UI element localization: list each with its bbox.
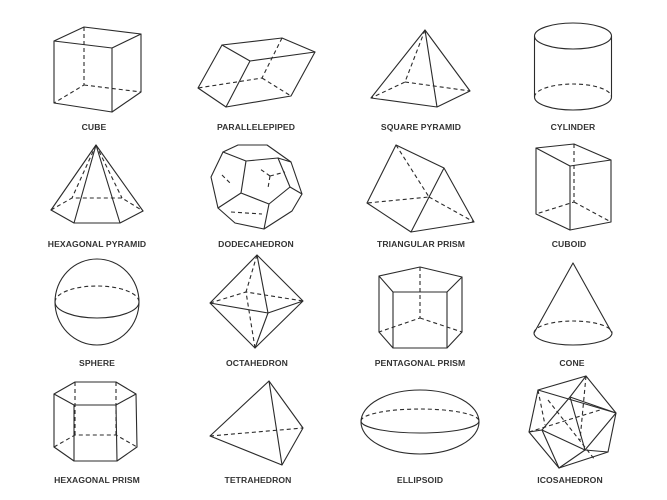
- pentagonal-prism-shape: PENTAGONAL PRISM: [375, 266, 466, 368]
- label-ellipsoid: ELLIPSOID: [397, 475, 443, 485]
- label-cuboid: CUBOID: [552, 239, 587, 249]
- octahedron-shape: OCTAHEDRON: [209, 254, 304, 368]
- hexagonal-pyramid-shape: HEXAGONAL PYRAMID: [48, 144, 146, 249]
- cylinder-shape: CYLINDER: [533, 22, 613, 132]
- label-tetrahedron: TETRAHEDRON: [225, 475, 292, 485]
- label-cylinder: CYLINDER: [551, 122, 596, 132]
- label-triangular-prism: TRIANGULAR PRISM: [377, 239, 465, 249]
- label-pentagonal-prism: PENTAGONAL PRISM: [375, 358, 466, 368]
- square-pyramid-shape: SQUARE PYRAMID: [370, 29, 471, 132]
- ellipsoid-shape: ELLIPSOID: [360, 389, 480, 485]
- cuboid-shape: CUBOID: [535, 143, 612, 249]
- dodecahedron-shape: DODECAHEDRON: [210, 144, 303, 249]
- label-hexagonal-prism: HEXAGONAL PRISM: [54, 475, 140, 485]
- label-cube: CUBE: [82, 122, 107, 132]
- triangular-prism-shape: TRIANGULAR PRISM: [366, 144, 475, 249]
- hexagonal-prism-shape: HEXAGONAL PRISM: [53, 381, 140, 485]
- label-cone: CONE: [559, 358, 584, 368]
- parallelepiped-shape: PARALLELEPIPED: [197, 37, 316, 132]
- label-octahedron: OCTAHEDRON: [226, 358, 288, 368]
- cone-shape: CONE: [533, 262, 613, 368]
- label-dodecahedron: DODECAHEDRON: [218, 239, 294, 249]
- label-sphere: SPHERE: [79, 358, 115, 368]
- cube-shape: CUBE: [53, 26, 142, 132]
- label-parallelepiped: PARALLELEPIPED: [217, 122, 295, 132]
- label-square-pyramid: SQUARE PYRAMID: [381, 122, 461, 132]
- sphere-shape: SPHERE: [54, 258, 140, 368]
- icosahedron-shape: ICOSAHEDRON: [528, 375, 617, 485]
- tetrahedron-shape: TETRAHEDRON: [209, 380, 304, 485]
- label-hexagonal-pyramid: HEXAGONAL PYRAMID: [48, 239, 146, 249]
- label-icosahedron: ICOSAHEDRON: [537, 475, 603, 485]
